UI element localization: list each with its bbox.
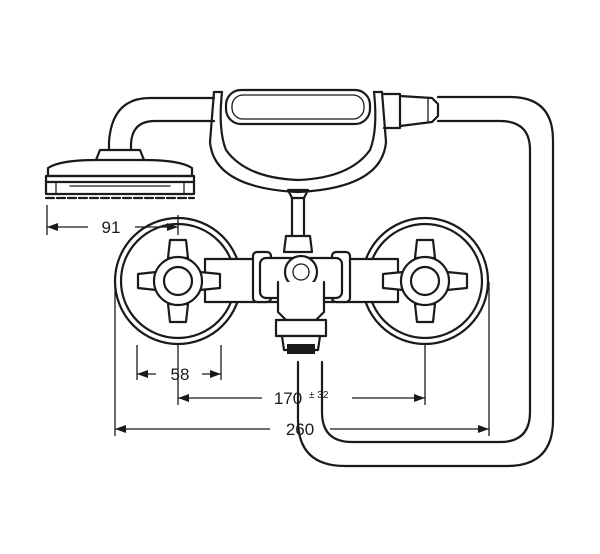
shower-arm <box>107 96 216 152</box>
dimension-center-distance <box>178 394 425 402</box>
dimension-overall-width <box>115 425 489 433</box>
shower-hose <box>296 95 555 468</box>
left-cross-handle <box>136 238 222 324</box>
dimension-170-tolerance: ± 32 <box>309 390 329 401</box>
dimension-170-label: 170 <box>274 389 302 408</box>
dimension-shower-head <box>47 223 178 231</box>
shower-head <box>44 148 196 200</box>
handset-grip <box>224 88 440 130</box>
riser-stem <box>282 188 314 254</box>
dimension-handle-spacing <box>137 370 221 378</box>
dimension-58-label: 58 <box>171 365 190 384</box>
handset-cradle <box>208 90 388 194</box>
dimension-260-label: 260 <box>286 420 314 439</box>
dimension-91-label: 91 <box>102 218 121 237</box>
spout <box>274 280 328 354</box>
right-cross-handle <box>381 238 469 324</box>
extension-lines <box>46 205 490 436</box>
